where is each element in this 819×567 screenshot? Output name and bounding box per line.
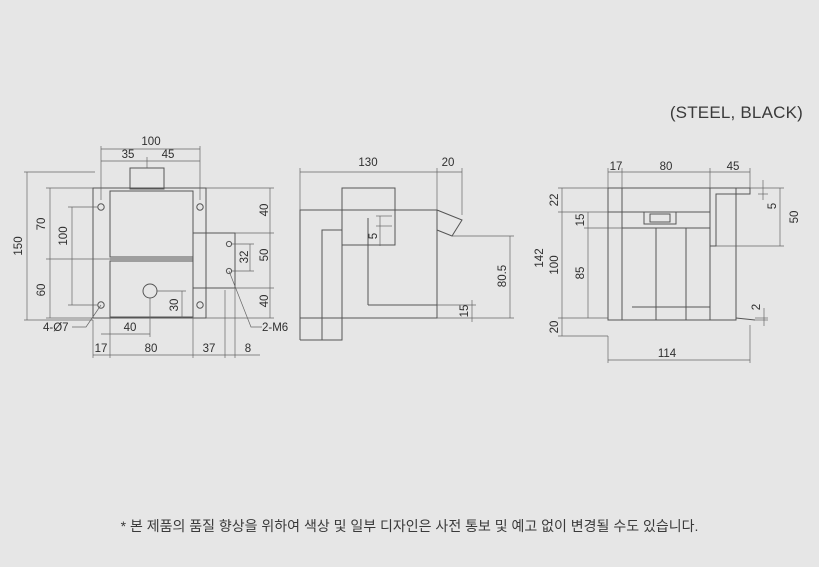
dim-front-left-upper: 70 (36, 218, 48, 231)
dim-front-hole-x: 40 (124, 322, 137, 334)
front-view: 100 35 45 150 70 100 60 40 50 32 40 30 4… (13, 136, 288, 358)
dim-front-left-inner: 100 (58, 226, 70, 245)
dim-front-left-lower: 60 (36, 284, 48, 297)
dim-front-bottom-right: 37 (203, 343, 216, 355)
note-holes: 4-Ø7 (43, 322, 69, 334)
dim-right-bottom-width: 114 (658, 348, 677, 360)
dim-side-height: 80.5 (497, 265, 509, 287)
dim-right-left-bottom: 20 (549, 321, 561, 334)
dim-front-right-mid: 50 (259, 249, 271, 262)
dim-front-top-total: 100 (141, 136, 160, 148)
dim-side-bottom: 15 (459, 305, 471, 318)
dim-right-top-right: 45 (727, 161, 740, 173)
side-view: 130 20 5 80.5 15 (299, 157, 514, 341)
dim-side-top-width: 130 (358, 157, 377, 169)
dim-front-top-right: 45 (162, 149, 175, 161)
dim-right-top-mid: 80 (660, 161, 673, 173)
dim-front-top-left: 35 (122, 149, 135, 161)
dim-front-right-inner: 32 (239, 251, 251, 264)
dim-front-hole-offset: 30 (169, 299, 181, 312)
dim-front-bottom-left: 17 (95, 343, 108, 355)
dim-right-left-top: 22 (549, 194, 561, 207)
dim-right-slot: 5 (767, 203, 779, 209)
dim-front-bottom-end: 8 (245, 343, 251, 355)
dim-right-left-inner-top: 15 (575, 214, 587, 227)
footnote: * 본 제품의 품질 향상을 위하여 색상 및 일부 디자인은 사전 통보 및 … (120, 518, 699, 534)
dim-side-slot: 5 (368, 233, 380, 239)
dim-right-left-inner: 85 (575, 267, 587, 280)
right-view: 17 80 45 22 142 15 100 85 20 5 50 2 114 (534, 161, 801, 363)
dim-right-left-mid: 100 (549, 255, 561, 274)
material-label: (STEEL, BLACK) (669, 103, 803, 122)
note-thread: 2-M6 (262, 322, 288, 334)
dim-right-height: 50 (789, 211, 801, 224)
dim-front-right-top: 40 (259, 204, 271, 217)
dim-right-top-left: 17 (610, 161, 623, 173)
dim-right-small: 2 (751, 304, 763, 310)
dim-right-left-total: 142 (534, 248, 546, 267)
dim-front-right-bottom: 40 (259, 295, 271, 308)
dim-front-left-total: 150 (13, 236, 25, 255)
dim-side-top-ext: 20 (442, 157, 455, 169)
dim-front-bottom-mid: 80 (145, 343, 158, 355)
